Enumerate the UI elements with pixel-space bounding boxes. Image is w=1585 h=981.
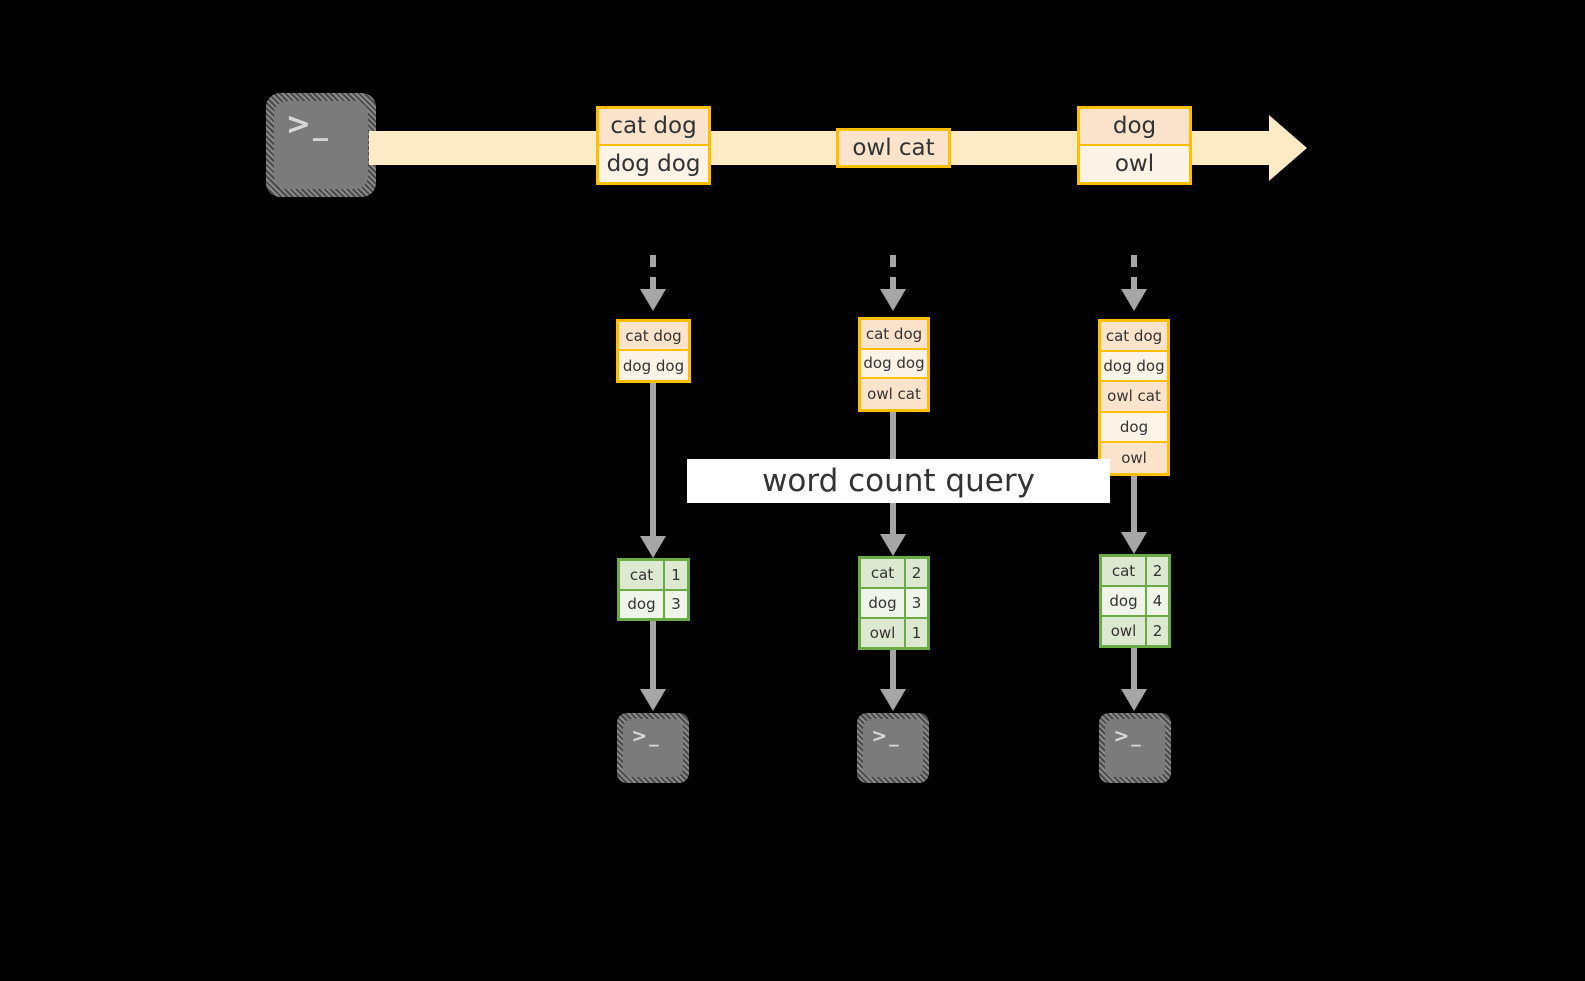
result-row: cat 1 <box>620 561 687 591</box>
query-connector-arrowhead <box>880 534 906 556</box>
sink-terminal-icon: >_ <box>857 713 929 783</box>
stream-message[interactable]: owl cat <box>836 128 951 168</box>
result-count: 2 <box>1147 557 1168 585</box>
query-result-table[interactable]: cat 2 dog 3 owl 1 <box>858 556 930 650</box>
snapshot-input-cell: owl cat <box>1101 382 1167 413</box>
terminal-screen <box>274 101 368 189</box>
result-count: 1 <box>665 561 687 589</box>
terminal-prompt: >_ <box>1113 725 1143 747</box>
stream-message[interactable]: cat dog dog dog <box>596 106 711 185</box>
snapshot-input-cell: owl <box>1101 442 1167 473</box>
result-row: owl 2 <box>1102 617 1168 645</box>
source-terminal-icon: >_ <box>266 93 376 197</box>
snapshot-input-stack[interactable]: cat dog dog dog owl cat <box>858 317 930 412</box>
result-count: 3 <box>906 589 927 617</box>
result-word: owl <box>1102 617 1147 645</box>
sink-connector <box>890 650 896 689</box>
result-word: dog <box>861 589 906 617</box>
query-result-table[interactable]: cat 1 dog 3 <box>617 558 690 621</box>
snapshot-input-cell: cat dog <box>861 320 927 350</box>
sink-terminal-icon: >_ <box>617 713 689 783</box>
result-row: dog 4 <box>1102 587 1168 617</box>
sink-connector <box>650 621 656 689</box>
message-cell: owl <box>1080 145 1189 182</box>
result-count: 2 <box>906 559 927 587</box>
message-cell: dog dog <box>599 145 708 182</box>
query-result-table[interactable]: cat 2 dog 4 owl 2 <box>1099 554 1171 648</box>
sink-terminal-icon: >_ <box>1099 713 1171 783</box>
sink-connector-arrowhead <box>640 689 666 711</box>
stream-tap-arrowhead <box>1121 289 1147 311</box>
snapshot-input-cell: cat dog <box>1101 322 1167 353</box>
result-word: dog <box>620 590 665 618</box>
result-word: cat <box>861 559 906 587</box>
stream-tap-connector <box>650 255 656 289</box>
result-count: 4 <box>1147 587 1168 615</box>
sink-connector-arrowhead <box>880 689 906 711</box>
snapshot-input-cell: dog <box>1101 412 1167 443</box>
snapshot-input-cell: cat dog <box>619 322 688 351</box>
stream-tap-arrowhead <box>880 289 906 311</box>
message-cell: cat dog <box>599 109 708 146</box>
result-row: dog 3 <box>620 590 687 618</box>
query-connector <box>650 383 656 536</box>
terminal-screen <box>1105 719 1165 777</box>
result-count: 3 <box>665 590 687 618</box>
terminal-screen <box>863 719 923 777</box>
snapshot-input-cell: dog dog <box>1101 352 1167 383</box>
sink-connector <box>1131 648 1137 689</box>
stream-tap-connector <box>1131 255 1137 289</box>
snapshot-input-cell: dog dog <box>619 351 688 380</box>
terminal-prompt: >_ <box>871 725 901 747</box>
result-count: 2 <box>1147 617 1168 645</box>
result-row: cat 2 <box>861 559 927 589</box>
message-cell: owl cat <box>839 131 948 165</box>
query-connector <box>1131 476 1137 532</box>
snapshot-input-cell: dog dog <box>861 349 927 380</box>
stream-tap-arrowhead <box>640 289 666 311</box>
event-stream-arrowhead <box>1269 115 1307 181</box>
query-connector-arrowhead <box>1121 532 1147 554</box>
result-row: cat 2 <box>1102 557 1168 587</box>
query-banner-label: word count query <box>762 463 1035 499</box>
terminal-prompt: >_ <box>631 725 661 747</box>
terminal-screen <box>623 719 683 777</box>
result-word: cat <box>1102 557 1147 585</box>
snapshot-input-cell: owl cat <box>861 379 927 409</box>
result-word: dog <box>1102 587 1147 615</box>
sink-connector-arrowhead <box>1121 689 1147 711</box>
result-word: owl <box>861 619 906 647</box>
stream-tap-connector <box>890 255 896 289</box>
result-row: dog 3 <box>861 589 927 619</box>
result-row: owl 1 <box>861 619 927 647</box>
message-cell: dog <box>1080 109 1189 146</box>
snapshot-input-stack[interactable]: cat dog dog dog <box>616 319 691 383</box>
snapshot-input-stack[interactable]: cat dog dog dog owl cat dog owl <box>1098 319 1170 476</box>
stream-message[interactable]: dog owl <box>1077 106 1192 185</box>
terminal-prompt: >_ <box>285 106 330 142</box>
result-word: cat <box>620 561 665 589</box>
query-banner: word count query <box>687 459 1110 503</box>
query-connector-arrowhead <box>640 536 666 558</box>
result-count: 1 <box>906 619 927 647</box>
